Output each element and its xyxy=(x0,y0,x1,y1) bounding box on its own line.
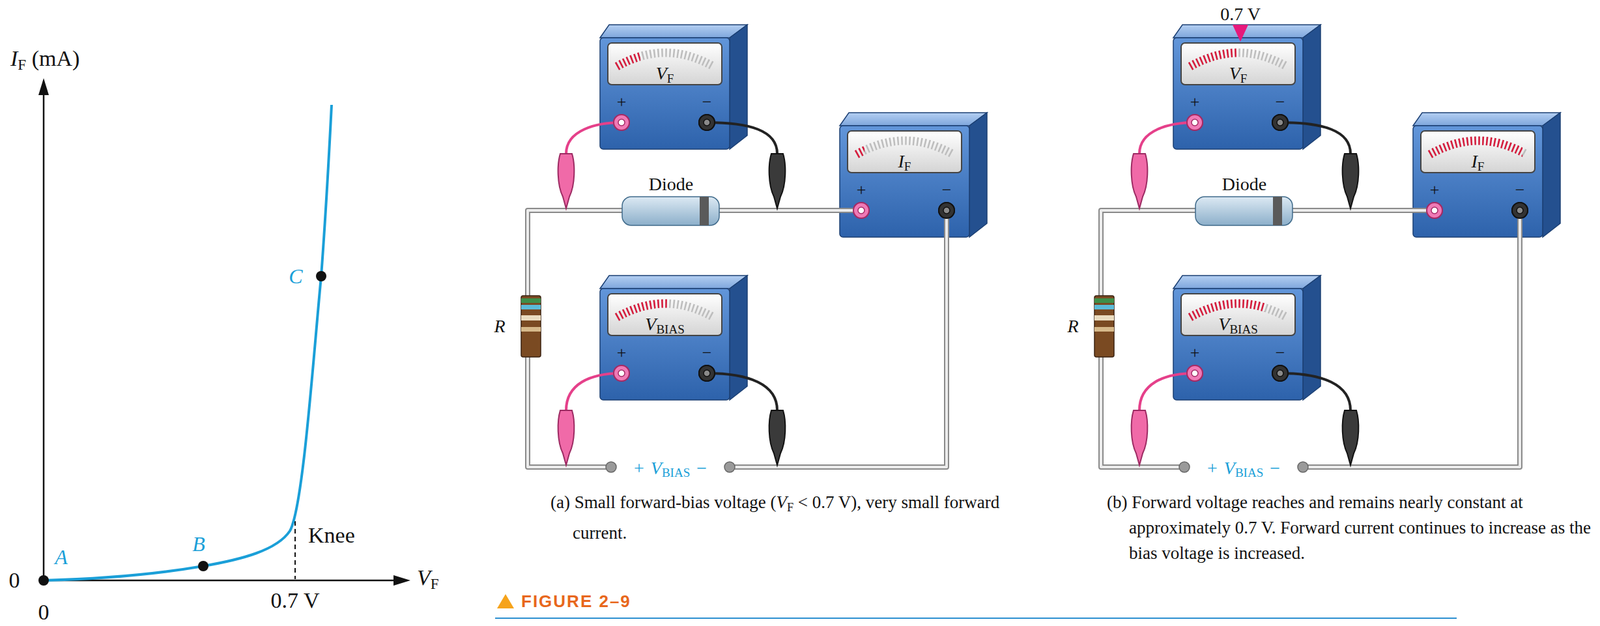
meter-face: IF + − xyxy=(1413,125,1543,238)
point-label: C xyxy=(288,264,303,289)
terminal-polarity: − xyxy=(702,93,713,112)
text-run: I xyxy=(898,151,905,172)
terminal-polarity: + xyxy=(856,181,867,200)
meter-quantity: VF xyxy=(607,62,722,90)
component-label: R xyxy=(1067,315,1079,337)
text-run: BIAS xyxy=(1235,465,1264,480)
text-run: V xyxy=(1224,457,1236,479)
terminal-polarity: − xyxy=(1515,181,1526,200)
meter-face: VF + − xyxy=(1173,37,1303,150)
terminal-polarity: + xyxy=(1190,93,1200,112)
figure-number: FIGURE 2–9 xyxy=(521,592,632,612)
text-run: IF xyxy=(1471,151,1485,172)
text-run: V xyxy=(650,457,662,479)
tick-label: 0.7 V xyxy=(271,587,320,614)
meter-face: VBIAS + − xyxy=(1173,288,1303,400)
text-run: F xyxy=(430,575,440,593)
text-run: VF xyxy=(1229,63,1248,84)
text-run: BIAS xyxy=(1229,322,1258,337)
text-run: BIAS xyxy=(656,322,685,337)
text-run: V xyxy=(416,565,431,590)
text-run: F xyxy=(1477,159,1485,174)
iv-graph xyxy=(38,78,411,586)
tick-label: 0 xyxy=(38,599,50,625)
text-run: V xyxy=(656,63,668,84)
text-run: I xyxy=(1471,151,1478,172)
meter-quantity: VBIAS xyxy=(1181,313,1296,341)
source-polarity: − xyxy=(1269,457,1281,479)
text-run: VBIAS xyxy=(1218,314,1258,335)
meter-face: IF + − xyxy=(839,125,970,238)
terminal-polarity: − xyxy=(702,343,713,363)
component-label: Diode xyxy=(648,173,694,195)
source-label-row: +VBIAS− xyxy=(633,457,707,481)
axis-label: IF (mA) xyxy=(10,45,80,73)
point-label: B xyxy=(192,532,206,557)
terminal-polarity: − xyxy=(1275,93,1286,112)
source-label: VBIAS xyxy=(1224,457,1264,481)
terminal-polarity: + xyxy=(1190,343,1200,363)
text-run: V xyxy=(644,314,657,335)
text-run: V xyxy=(1229,63,1241,84)
terminal-polarity: + xyxy=(616,93,627,112)
terminal-polarity: − xyxy=(1275,343,1286,363)
meter-quantity: IF xyxy=(847,150,962,178)
meter-face: VBIAS + − xyxy=(600,288,730,400)
text-run: F xyxy=(667,71,675,86)
text-run: VBIAS xyxy=(644,314,685,335)
knee-label: Knee xyxy=(308,522,356,548)
subfigure-caption: (b) Forward voltage reaches and remains … xyxy=(1106,489,1600,567)
text-run: F xyxy=(904,159,912,174)
meter-reading: 0.7 V xyxy=(1220,3,1261,25)
text-run: V xyxy=(1218,314,1230,335)
source-polarity: − xyxy=(696,457,707,479)
text-run: V xyxy=(775,492,787,513)
source-polarity: + xyxy=(1207,457,1218,479)
reading-marker xyxy=(1232,24,1249,42)
circuits xyxy=(521,24,1528,473)
meter-quantity: VBIAS xyxy=(607,313,722,341)
meter-face: VF + − xyxy=(600,37,730,150)
subfigure-caption: (a) Small forward-bias voltage (VF < 0.7… xyxy=(550,489,1037,546)
tick-label: 0 xyxy=(9,567,21,593)
figure-caption-decor xyxy=(495,594,1457,619)
axis-label: VF xyxy=(416,564,440,593)
source-polarity: + xyxy=(633,457,645,479)
component-label: Diode xyxy=(1222,173,1267,195)
terminal-polarity: − xyxy=(942,181,952,200)
terminal-polarity: + xyxy=(616,343,627,363)
source-label: VBIAS xyxy=(650,457,690,481)
text-run: I xyxy=(10,46,18,71)
meter-quantity: IF xyxy=(1420,150,1535,178)
text-run: F xyxy=(786,500,794,515)
text-run: VF xyxy=(656,63,675,84)
component-label: R xyxy=(493,315,505,337)
text-run: IF xyxy=(898,151,912,172)
meter-quantity: VF xyxy=(1181,62,1296,90)
source-label-row: + VBIAS− xyxy=(1207,457,1281,481)
point-label: A xyxy=(54,545,68,570)
terminal-polarity: + xyxy=(1429,181,1440,200)
text-run: F xyxy=(1240,71,1248,86)
text-run: F xyxy=(17,56,27,73)
text-run: BIAS xyxy=(661,465,690,480)
